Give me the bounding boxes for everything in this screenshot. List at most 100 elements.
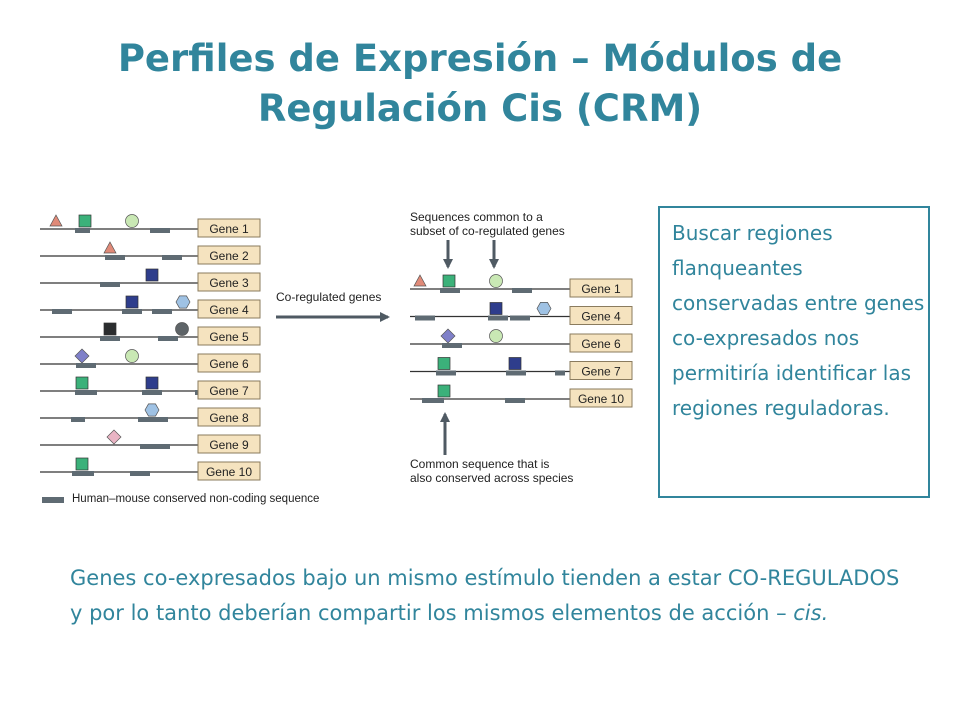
gene-label-box	[569, 333, 633, 353]
legend-block	[42, 497, 64, 503]
gene-row: Gene 1	[40, 214, 261, 238]
conserved-sequence-block	[138, 417, 168, 422]
title-line-2: Regulación Cis (CRM)	[257, 87, 703, 130]
bottom-note-line-1: Common sequence that is	[410, 457, 549, 471]
blue-square-motif-icon	[145, 268, 159, 282]
circle-motif-icon	[489, 329, 503, 343]
gene-row: Gene 4	[40, 295, 261, 319]
gene-row: Gene 9	[40, 429, 261, 454]
bottom-statement: Genes co-expresados bajo un mismo estímu…	[70, 561, 900, 631]
conserved-sequence-block	[130, 471, 150, 476]
gene-label-box	[197, 380, 261, 400]
co-regulated-genes-panel: Gene 1 Gene 4 Gene 6 Gene 7 Gene 10	[410, 274, 633, 408]
gene-row: Gene 6	[40, 348, 261, 373]
gene-row: Gene 6	[410, 328, 633, 353]
green-square-motif-icon	[75, 376, 89, 390]
dark-square-motif-icon	[103, 322, 117, 336]
conserved-sequence-block	[100, 336, 120, 341]
top-note-line-1: Sequences common to a	[410, 210, 543, 224]
circle-motif-icon	[125, 349, 139, 363]
all-genes-panel: Gene 1 Gene 2 Gene 3 Gene 4 Gene 5 Gene 6 Gene…	[40, 214, 261, 481]
conserved-sequence-block	[150, 228, 170, 233]
callout-text: Buscar regiones flanqueantes conservadas…	[672, 221, 925, 420]
top-note-line-2: subset of co-regulated genes	[410, 224, 565, 238]
conserved-sequence-block	[488, 315, 508, 321]
gene-label-box	[197, 299, 261, 319]
gene-label: Gene 7	[209, 384, 249, 398]
conserved-sequence-block	[512, 288, 532, 293]
gene-row: Gene 7	[40, 376, 261, 400]
gene-label-box	[197, 434, 261, 454]
gene-label: Gene 6	[209, 357, 249, 371]
gene-row: Gene 8	[40, 403, 261, 427]
bottom-text-cis: cis.	[793, 601, 829, 625]
circle-motif-icon	[489, 274, 503, 288]
gene-label: Gene 3	[209, 276, 249, 290]
gene-label: Gene 5	[209, 330, 249, 344]
gene-row: Gene 7	[410, 357, 633, 380]
gene-row: Gene 10	[410, 384, 633, 408]
diamond-motif-icon	[440, 328, 456, 344]
gene-label: Gene 2	[209, 249, 249, 263]
gene-label: Gene 1	[581, 282, 621, 296]
triangle-motif-icon	[49, 214, 63, 227]
gene-row: Gene 2	[40, 241, 261, 265]
hexagon-motif-icon	[536, 302, 552, 315]
gene-row: Gene 10	[40, 457, 261, 481]
conserved-sequence-block	[510, 315, 530, 321]
conserved-sequence-block	[442, 343, 462, 348]
circle-motif-icon	[125, 214, 139, 228]
conserved-sequence-block	[71, 417, 85, 422]
arrow-label: Co-regulated genes	[276, 290, 381, 304]
gene-label-box	[197, 218, 261, 238]
gene-label-box	[197, 272, 261, 292]
triangle-motif-icon	[103, 241, 117, 254]
gene-row: Gene 3	[40, 268, 261, 292]
blue-square-motif-icon	[489, 302, 503, 315]
conserved-sequence-block	[415, 315, 435, 321]
pink-diamond-motif-icon	[106, 429, 122, 445]
conserved-sequence-block	[422, 398, 444, 403]
gene-label-box	[569, 306, 633, 325]
dark-circle-motif-icon	[175, 322, 189, 336]
gene-label-box	[197, 461, 261, 481]
gene-label-box	[569, 278, 633, 298]
conserved-sequence-block	[162, 255, 182, 260]
gene-label-box	[569, 361, 633, 380]
conserved-sequence-block	[436, 370, 456, 376]
gene-label-box	[197, 326, 261, 346]
gene-label: Gene 4	[581, 310, 621, 324]
conserved-sequence-block	[100, 282, 120, 287]
conserved-sequence-block	[140, 444, 170, 449]
conserved-sequence-block	[72, 471, 94, 476]
conserved-sequence-block	[505, 398, 525, 403]
gene-label: Gene 10	[206, 465, 252, 479]
blue-square-motif-icon	[145, 376, 159, 390]
diamond-motif-icon	[74, 348, 90, 364]
conserved-sequence-block	[555, 370, 565, 376]
bottom-note-line-2: also conserved across species	[410, 471, 573, 485]
green-square-motif-icon	[78, 214, 92, 228]
green-square-motif-icon	[437, 384, 451, 398]
conserved-sequence-block	[75, 390, 97, 395]
gene-row: Gene 1	[410, 274, 633, 298]
hexagon-motif-icon	[175, 295, 191, 309]
gene-row: Gene 4	[410, 302, 633, 325]
gene-label: Gene 6	[581, 337, 621, 351]
gene-label: Gene 9	[209, 438, 249, 452]
gene-label-box	[197, 245, 261, 265]
callout-box: Buscar regiones flanqueantes conservadas…	[658, 206, 930, 498]
gene-label: Gene 7	[581, 365, 621, 379]
conserved-sequence-block	[52, 309, 72, 314]
conserved-sequence-block	[76, 363, 96, 368]
gene-label-box	[197, 353, 261, 373]
conserved-sequence-block	[122, 309, 142, 314]
gene-row: Gene 5	[40, 322, 261, 346]
green-square-motif-icon	[442, 274, 456, 288]
green-square-motif-icon	[75, 457, 89, 471]
gene-label: Gene 8	[209, 411, 249, 425]
conserved-sequence-block	[506, 370, 526, 376]
blue-square-motif-icon	[125, 295, 139, 309]
slide-title: Perfiles de Expresión – Módulos de Regul…	[60, 34, 900, 134]
